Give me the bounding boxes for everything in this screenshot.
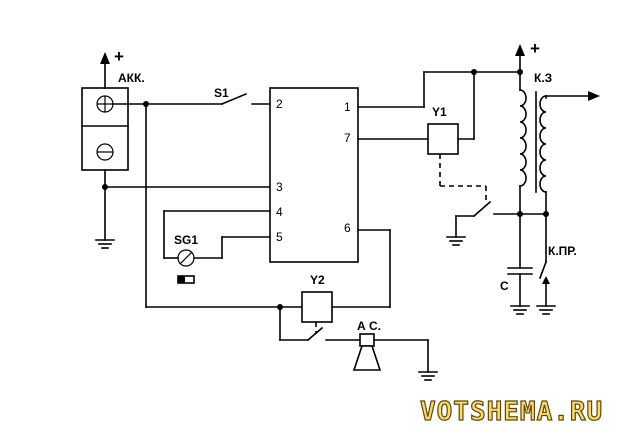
sensor-sg1-label: SG1: [174, 233, 198, 247]
relay-y2: Y2: [301, 273, 333, 323]
relay-y1-label: Y1: [432, 105, 447, 119]
control-unit: 2 3 4 5 1 7 6: [269, 87, 359, 263]
arrow-right-icon: [588, 91, 600, 101]
ignition-coil: К.З: [519, 71, 600, 215]
capacitor-label: C: [500, 279, 509, 293]
ground-icon: [446, 236, 466, 246]
pin-7: 7: [344, 131, 351, 145]
arrow-up-icon: [100, 52, 110, 64]
pin-1: 1: [344, 100, 351, 114]
coil-plus-label: +: [530, 39, 540, 58]
pin-4: 4: [276, 205, 283, 219]
pin-5: 5: [276, 230, 283, 244]
coil-label: К.З: [534, 71, 552, 85]
breaker-label: К.ПР.: [548, 244, 577, 258]
pin-3: 3: [276, 180, 283, 194]
switch-s1-label: S1: [214, 86, 229, 100]
capacitor-c: C: [500, 213, 533, 315]
relay-y2-label: Y2: [310, 273, 325, 287]
pin-2: 2: [276, 97, 283, 111]
battery-label: АКК.: [118, 71, 145, 85]
battery: + АКК.: [81, 47, 145, 171]
siren: А С.: [352, 319, 438, 381]
arrow-up-icon: [515, 44, 525, 56]
ground-icon: [95, 239, 115, 249]
sensor-sg1: SG1: [163, 210, 271, 284]
pin-6: 6: [344, 221, 351, 235]
relay-y1: Y1: [427, 105, 459, 155]
watermark-logo: VOTSHEMA.RU: [420, 397, 603, 427]
siren-label: А С.: [357, 319, 381, 333]
battery-plus-label: +: [114, 47, 124, 66]
switch-s1: S1: [214, 86, 271, 106]
breaker-contacts: К.ПР.: [536, 213, 577, 315]
